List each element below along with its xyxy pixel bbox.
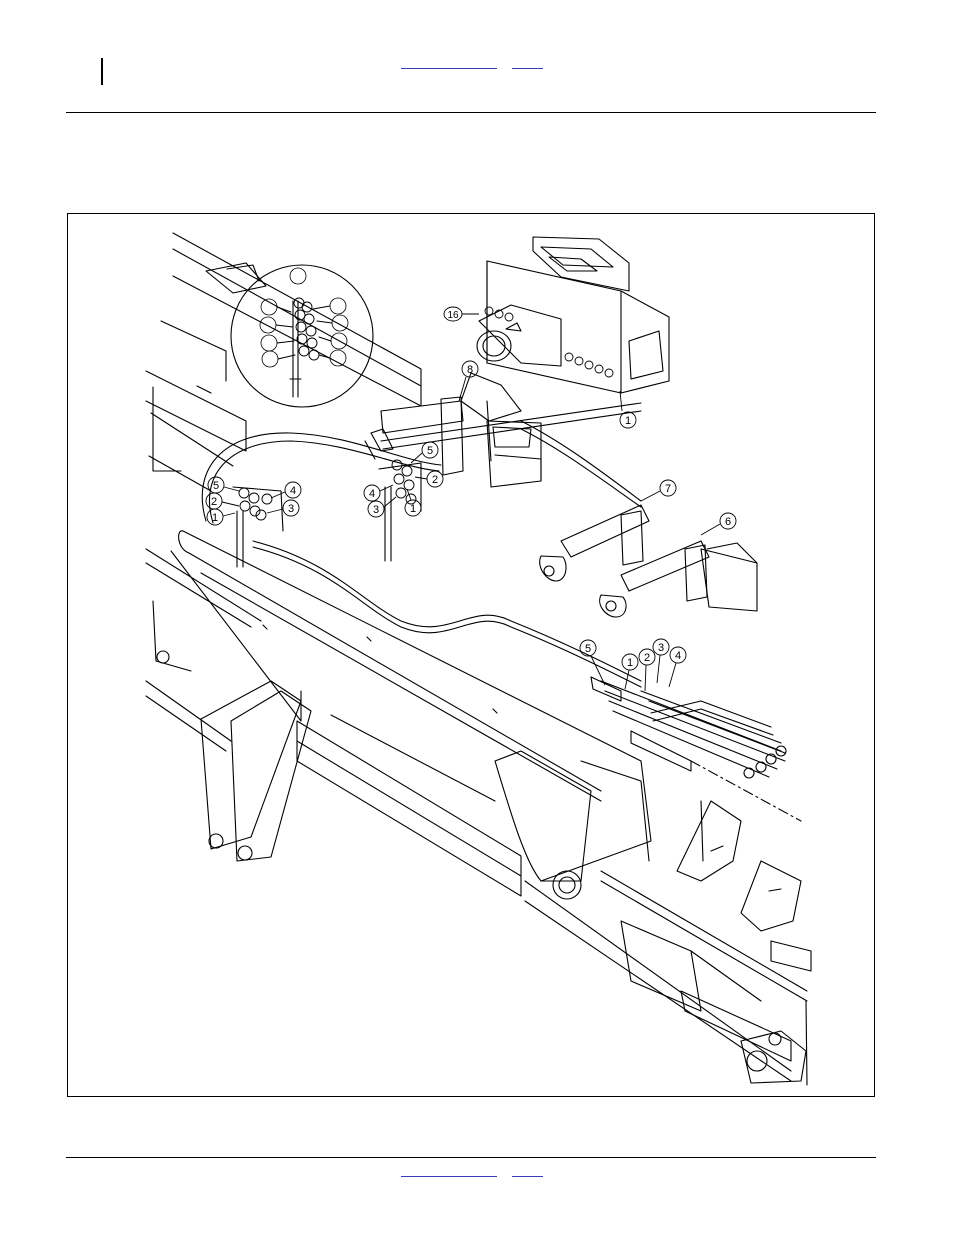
callout-label-left-5: 5 [213, 480, 219, 492]
header-link-left[interactable] [401, 68, 497, 69]
callout-label-mid-3: 3 [373, 504, 379, 516]
tube-bundle [591, 677, 801, 821]
callout-label-mid-1: 1 [410, 503, 416, 515]
hose-loop [202, 433, 641, 687]
callout-label-lower-3: 3 [658, 642, 664, 654]
callout-label-left-1: 1 [212, 512, 218, 524]
central-stand [461, 373, 541, 487]
callout-label-lower-1: 1 [627, 657, 633, 669]
hopper-box [477, 237, 669, 393]
callout-mid-5 [411, 442, 438, 463]
callout-labels: 16 1 8 5 2 4 3 1 5 4 2 1 3 7 6 5 1 2 3 4 [211, 310, 731, 669]
callout-label-left-4: 4 [290, 485, 296, 497]
footer-rule [66, 1157, 876, 1158]
manifold-left [233, 487, 283, 567]
callout-label-lower-4: 4 [675, 650, 681, 662]
callout-label-6: 6 [725, 516, 731, 528]
callout-left-3 [267, 500, 299, 516]
footer-link-left[interactable] [401, 1176, 497, 1177]
callout-label-mid-2: 2 [432, 474, 438, 486]
lower-right-frame [525, 801, 811, 1085]
header-margin-bar [101, 58, 103, 85]
callout-label-mid-4: 4 [369, 488, 375, 500]
callout-mid-2 [415, 471, 443, 487]
detail-magnifier [231, 265, 373, 407]
callout-label-mid-5: 5 [427, 445, 433, 457]
parts-diagram-frame: 16 1 8 5 2 4 3 1 5 4 2 1 3 7 6 5 1 2 3 4 [67, 213, 875, 1097]
header-link-right[interactable] [512, 68, 543, 69]
footer-link-right[interactable] [512, 1176, 543, 1177]
callout-label-left-3: 3 [288, 503, 294, 515]
upper-left-frame [146, 233, 421, 491]
callout-label-7: 7 [665, 483, 671, 495]
callout-label-16: 16 [447, 310, 459, 321]
callout-label-rear-1: 1 [625, 415, 631, 427]
hitch-arms [146, 549, 521, 896]
parts-diagram: 16 1 8 5 2 4 3 1 5 4 2 1 3 7 6 5 1 2 3 4 [68, 214, 875, 1097]
callout-label-left-2: 2 [211, 496, 217, 508]
callout-label-8: 8 [467, 364, 473, 376]
callout-label-lower-2: 2 [644, 652, 650, 664]
header-rule [66, 112, 876, 113]
callout-label-lower-5: 5 [585, 643, 591, 655]
main-beam [171, 531, 651, 899]
